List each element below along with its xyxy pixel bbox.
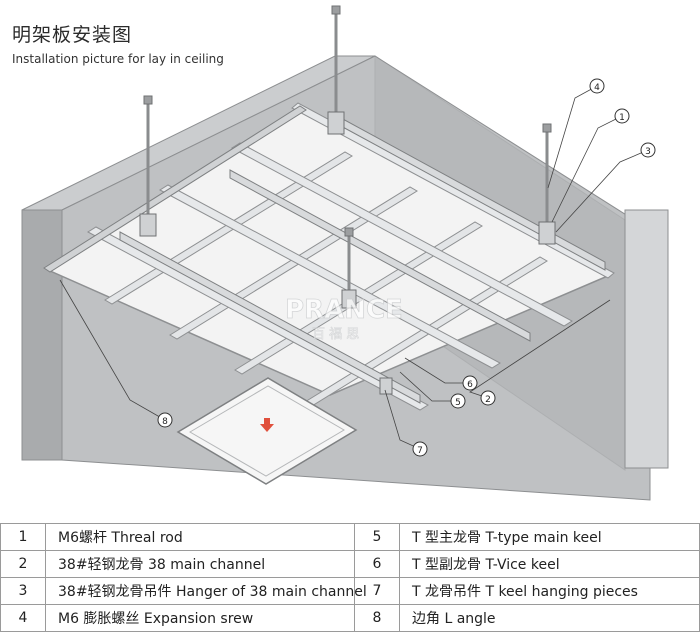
- svg-text:6: 6: [467, 380, 473, 390]
- callout-6: 6: [462, 375, 478, 391]
- legend-num: 2: [0, 550, 46, 578]
- svg-text:3: 3: [645, 147, 651, 157]
- callout-7: 7: [412, 441, 428, 457]
- legend-text: M6 膨胀螺丝 Expansion srew: [45, 604, 355, 632]
- callout-5: 5: [450, 393, 466, 409]
- callout-4: 4: [589, 78, 605, 94]
- svg-text:2: 2: [485, 395, 491, 405]
- legend-text: 边角 L angle: [399, 604, 700, 632]
- title-en: Installation picture for lay in ceiling: [12, 52, 224, 66]
- legend-table: 1 M6螺杆 Threal rod 5 T 型主龙骨 T-type main k…: [0, 523, 700, 632]
- legend-row: 4 M6 膨胀螺丝 Expansion srew 8 边角 L angle: [0, 604, 700, 632]
- legend-text: T 龙骨吊件 T keel hanging pieces: [399, 577, 700, 605]
- svg-text:4: 4: [594, 83, 600, 93]
- legend-row: 2 38#轻钢龙骨 38 main channel 6 T 型副龙骨 T-Vic…: [0, 550, 700, 578]
- legend-text: M6螺杆 Threal rod: [45, 523, 355, 551]
- legend-num: 6: [354, 550, 400, 578]
- watermark-brand: PRANCE: [285, 295, 403, 325]
- svg-text:5: 5: [455, 398, 461, 408]
- installation-diagram: PRANCE 百 福 思 4 1 3 8 6: [21, 5, 669, 501]
- callout-8: 8: [157, 412, 173, 428]
- right-wall-edge: [624, 209, 669, 469]
- legend-text: 38#轻钢龙骨 38 main channel: [45, 550, 355, 578]
- cross-keels: [87, 102, 615, 411]
- legend-row: 3 38#轻钢龙骨吊件 Hanger of 38 main channel 7 …: [0, 577, 700, 605]
- main-channels: [119, 111, 606, 404]
- callout-1: 1: [614, 108, 630, 124]
- down-arrow-icon: [260, 418, 274, 432]
- legend-num: 1: [0, 523, 46, 551]
- legend-text: 38#轻钢龙骨吊件 Hanger of 38 main channel: [45, 577, 367, 605]
- callout-markers: 4 1 3 8 6 5 2 7: [157, 78, 656, 457]
- legend-num: 7: [354, 577, 400, 605]
- watermark-brand-cn: 百 福 思: [312, 327, 359, 342]
- rod-nuts: [143, 5, 552, 237]
- legend-num: 8: [354, 604, 400, 632]
- svg-text:1: 1: [619, 113, 625, 123]
- svg-text:7: 7: [417, 446, 423, 456]
- callout-2: 2: [480, 390, 496, 406]
- title-cn: 明架板安装图: [12, 24, 133, 46]
- legend-row: 1 M6螺杆 Threal rod 5 T 型主龙骨 T-type main k…: [0, 523, 700, 551]
- legend-text: T 型副龙骨 T-Vice keel: [399, 550, 700, 578]
- svg-text:8: 8: [162, 417, 168, 427]
- legend-num: 3: [0, 577, 46, 605]
- legend-num: 4: [0, 604, 46, 632]
- legend-text: T 型主龙骨 T-type main keel: [399, 523, 700, 551]
- legend-num: 5: [354, 523, 400, 551]
- l-angle-border: [43, 105, 307, 273]
- threaded-rods: [146, 8, 549, 300]
- callout-3: 3: [640, 142, 656, 158]
- left-wall-face: [21, 209, 63, 461]
- hangers: [139, 111, 556, 395]
